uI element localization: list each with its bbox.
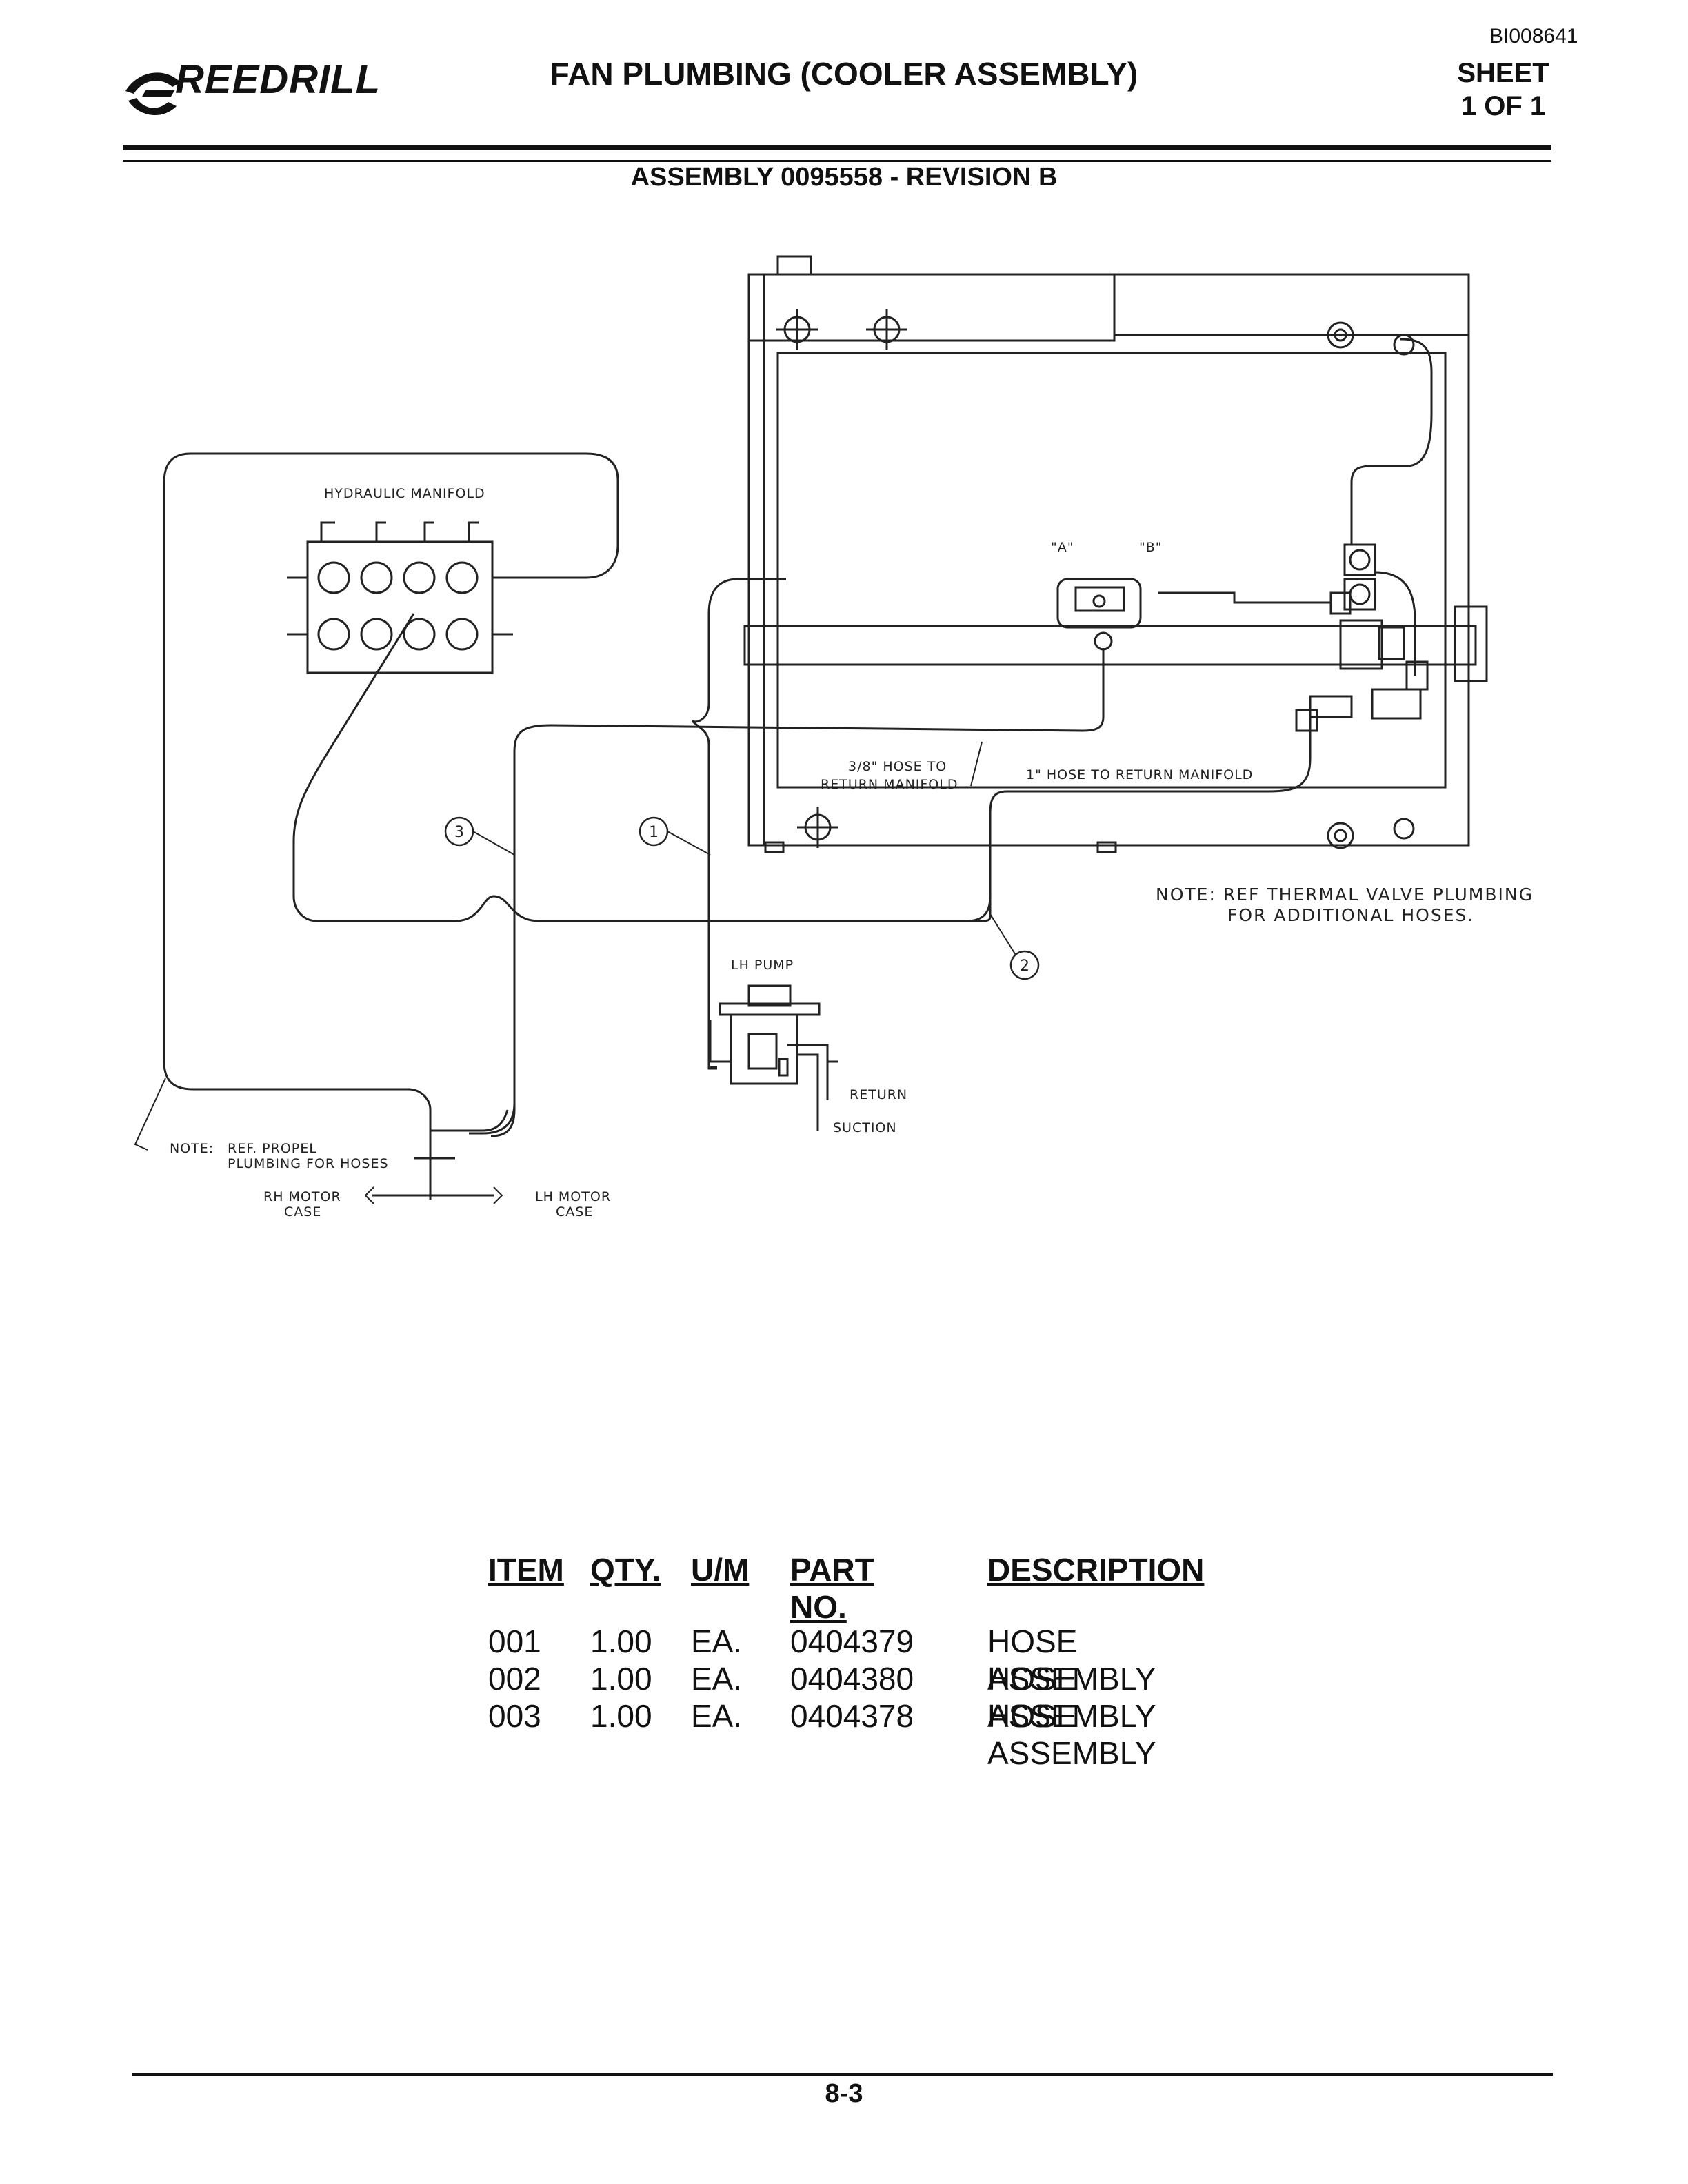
logo-wordmark: REEDRILL <box>175 57 381 102</box>
col-header-qty: QTY. <box>590 1552 661 1588</box>
row3-item: 003 <box>488 1698 541 1734</box>
return-label: RETURN <box>850 1087 907 1102</box>
port-a-label: "A" <box>1051 540 1074 555</box>
row1-part-no: 0404379 <box>790 1624 914 1659</box>
rh-motor-label-line2: CASE <box>284 1204 321 1220</box>
row2-item: 002 <box>488 1661 541 1697</box>
header-rule-thick <box>123 145 1551 150</box>
top-tank <box>747 273 1116 342</box>
row2-um: EA. <box>691 1661 743 1697</box>
lh-motor-label-line2: CASE <box>556 1204 593 1220</box>
row1-item: 001 <box>488 1624 541 1659</box>
propel-note-line2: PLUMBING FOR HOSES <box>228 1156 389 1171</box>
hydraulic-manifold <box>306 540 494 674</box>
callout-2: 2 <box>1020 958 1029 975</box>
header-rule-thin <box>123 160 1551 162</box>
cooler-frame-inner <box>776 352 1447 789</box>
thermal-valve-body <box>1056 578 1142 629</box>
callout-1: 1 <box>649 824 659 841</box>
footer-rule <box>132 2073 1553 2076</box>
assembly-heading: ASSEMBLY 0095558 - REVISION B <box>630 163 1058 192</box>
cross-beam <box>743 625 1477 666</box>
document-id: BI008641 <box>1489 25 1578 48</box>
lh-motor-label-line1: LH MOTOR <box>535 1189 611 1204</box>
page-number: 8-3 <box>825 2079 863 2108</box>
row3-description: HOSE ASSEMBLY <box>987 1698 1156 1771</box>
row1-um: EA. <box>691 1624 743 1659</box>
col-header-um: U/M <box>691 1552 750 1588</box>
row3-qty: 1.00 <box>590 1698 652 1734</box>
row1-qty: 1.00 <box>590 1624 652 1659</box>
callout-3: 3 <box>454 824 464 841</box>
page-title: FAN PLUMBING (COOLER ASSEMBLY) <box>550 56 1138 92</box>
hose-1-label: 1" HOSE TO RETURN MANIFOLD <box>1026 767 1253 782</box>
hydraulic-manifold-label: HYDRAULIC MANIFOLD <box>324 486 485 501</box>
rh-motor-label-line1: RH MOTOR <box>263 1189 341 1204</box>
lh-pump <box>747 984 792 1007</box>
lh-pump-label: LH PUMP <box>731 958 794 973</box>
reedrill-logo <box>125 72 181 116</box>
row2-description: HOSE ASSEMBLY <box>987 1661 1156 1734</box>
col-header-part-no: PART NO. <box>790 1552 874 1625</box>
col-header-item: ITEM <box>488 1552 564 1588</box>
row2-part-no: 0404380 <box>790 1661 914 1697</box>
row3-part-no: 0404378 <box>790 1698 914 1734</box>
propel-note-prefix: NOTE: <box>170 1141 214 1156</box>
row2-qty: 1.00 <box>590 1661 652 1697</box>
sheet-label: SHEET <box>1457 58 1549 88</box>
row1-description: HOSE ASSEMBLY <box>987 1624 1156 1697</box>
propel-note-line1: REF. PROPEL <box>228 1141 317 1156</box>
row3-um: EA. <box>691 1698 743 1734</box>
hose-38-label-line1: 3/8" HOSE TO <box>848 759 947 774</box>
suction-label: SUCTION <box>833 1120 897 1135</box>
thermal-note-line2: FOR ADDITIONAL HOSES. <box>1227 905 1474 925</box>
thermal-note-line1: NOTE: REF THERMAL VALVE PLUMBING <box>1156 884 1534 904</box>
hose-38-label-line2: RETURN MANIFOLD <box>821 777 958 792</box>
port-b-label: "B" <box>1139 540 1163 555</box>
col-header-description: DESCRIPTION <box>987 1552 1205 1588</box>
sheet-value: 1 OF 1 <box>1460 91 1546 121</box>
